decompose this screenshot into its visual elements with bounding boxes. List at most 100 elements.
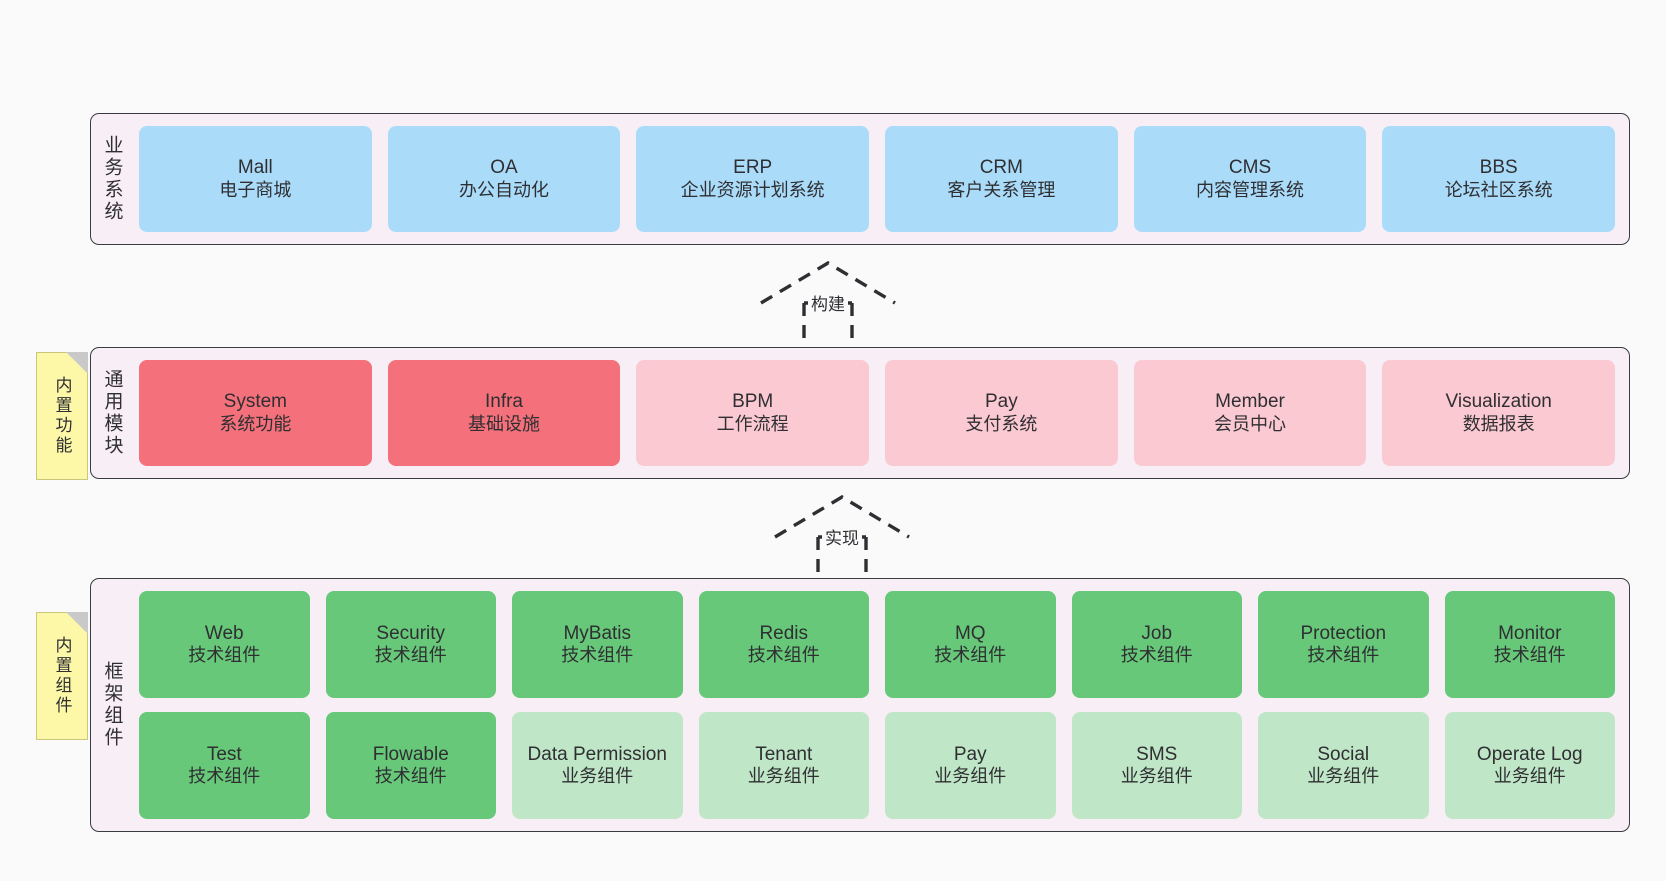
cell-crm[interactable]: CRM 客户关系管理 <box>885 126 1118 232</box>
cell-subtitle: 电子商城 <box>219 179 292 200</box>
layer-title-framework-component: 框架组件 <box>101 661 123 749</box>
cell-subtitle: 技术组件 <box>374 766 447 787</box>
cell-title: Visualization <box>1445 391 1552 413</box>
cell-sms[interactable]: SMS 业务组件 <box>1071 712 1242 819</box>
layer-common-module: 通用模块 System 系统功能 Infra 基础设施 BPM 工作流程 Pay… <box>90 347 1630 479</box>
cell-subtitle: 业务组件 <box>1307 766 1380 787</box>
connector-build-label: 构建 <box>808 290 848 315</box>
cell-data-permission[interactable]: Data Permission 业务组件 <box>512 712 683 819</box>
cell-title: Pay <box>953 743 987 765</box>
cell-system[interactable]: System 系统功能 <box>139 360 372 466</box>
cell-title: ERP <box>733 157 773 179</box>
note-label: 内置功能 <box>52 376 72 456</box>
cell-title: Pay <box>984 391 1018 413</box>
cell-title: System <box>223 391 288 413</box>
cell-title: CMS <box>1228 157 1272 179</box>
cell-subtitle: 支付系统 <box>965 413 1038 434</box>
cell-title: Redis <box>759 622 809 644</box>
cell-title: Member <box>1215 391 1285 413</box>
cell-row: Web 技术组件 Security 技术组件 MyBatis 技术组件 Redi… <box>139 591 1615 698</box>
cell-title: MQ <box>954 622 986 644</box>
cell-title: Flowable <box>372 743 449 765</box>
cell-row: Mall 电子商城 OA 办公自动化 ERP 企业资源计划系统 CRM 客户关系… <box>139 126 1616 232</box>
cell-subtitle: 会员中心 <box>1214 413 1287 434</box>
cell-title: Tenant <box>755 743 813 765</box>
cell-subtitle: 技术组件 <box>561 645 634 666</box>
cell-mall[interactable]: Mall 电子商城 <box>139 126 372 232</box>
cell-subtitle: 技术组件 <box>934 645 1007 666</box>
cell-subtitle: 业务组件 <box>561 766 634 787</box>
layer-title-business-system: 业务系统 <box>101 135 123 223</box>
cell-job[interactable]: Job 技术组件 <box>1071 591 1242 698</box>
cell-subtitle: 业务组件 <box>747 766 820 787</box>
cell-mq[interactable]: MQ 技术组件 <box>885 591 1056 698</box>
layer-body-framework-component: Web 技术组件 Security 技术组件 MyBatis 技术组件 Redi… <box>133 579 1629 831</box>
cell-operate-log[interactable]: Operate Log 业务组件 <box>1444 712 1615 819</box>
cell-title: Operate Log <box>1476 743 1583 765</box>
cell-title: Social <box>1317 743 1370 765</box>
cell-title: Test <box>206 743 242 765</box>
cell-pay[interactable]: Pay 支付系统 <box>885 360 1118 466</box>
layer-body-business-system: Mall 电子商城 OA 办公自动化 ERP 企业资源计划系统 CRM 客户关系… <box>133 114 1629 244</box>
cell-test[interactable]: Test 技术组件 <box>139 712 310 819</box>
note-builtin-component: 内置组件 <box>36 612 88 740</box>
cell-security[interactable]: Security 技术组件 <box>325 591 496 698</box>
cell-monitor[interactable]: Monitor 技术组件 <box>1444 591 1615 698</box>
cell-subtitle: 客户关系管理 <box>947 179 1056 200</box>
cell-subtitle: 技术组件 <box>1493 645 1566 666</box>
cell-title: Protection <box>1300 622 1387 644</box>
cell-social[interactable]: Social 业务组件 <box>1258 712 1429 819</box>
layer-title-common-module: 通用模块 <box>101 369 123 457</box>
cell-title: Mall <box>237 157 273 179</box>
cell-row: System 系统功能 Infra 基础设施 BPM 工作流程 Pay 支付系统… <box>139 360 1616 466</box>
cell-title: Monitor <box>1498 622 1562 644</box>
connector-realize: 实现 <box>772 492 912 580</box>
cell-web[interactable]: Web 技术组件 <box>139 591 310 698</box>
note-builtin-function: 内置功能 <box>36 352 88 480</box>
cell-title: MyBatis <box>563 622 632 644</box>
cell-title: Infra <box>484 391 524 413</box>
cell-redis[interactable]: Redis 技术组件 <box>698 591 869 698</box>
cell-cms[interactable]: CMS 内容管理系统 <box>1133 126 1367 232</box>
cell-member[interactable]: Member 会员中心 <box>1133 360 1367 466</box>
cell-subtitle: 技术组件 <box>188 766 261 787</box>
cell-title: Job <box>1141 622 1173 644</box>
cell-flowable[interactable]: Flowable 技术组件 <box>325 712 496 819</box>
cell-subtitle: 工作流程 <box>716 413 789 434</box>
cell-title: OA <box>490 157 518 179</box>
cell-bbs[interactable]: BBS 论坛社区系统 <box>1382 126 1616 232</box>
layer-business-system: 业务系统 Mall 电子商城 OA 办公自动化 ERP 企业资源计划系统 CRM… <box>90 113 1630 245</box>
cell-title: BPM <box>732 391 774 413</box>
cell-bpm[interactable]: BPM 工作流程 <box>636 360 870 466</box>
cell-subtitle: 技术组件 <box>1120 645 1193 666</box>
cell-subtitle: 业务组件 <box>1493 766 1566 787</box>
cell-mybatis[interactable]: MyBatis 技术组件 <box>512 591 683 698</box>
cell-visualization[interactable]: Visualization 数据报表 <box>1382 360 1616 466</box>
cell-erp[interactable]: ERP 企业资源计划系统 <box>636 126 870 232</box>
cell-subtitle: 系统功能 <box>219 413 292 434</box>
cell-subtitle: 办公自动化 <box>459 179 549 200</box>
cell-oa[interactable]: OA 办公自动化 <box>387 126 621 232</box>
cell-subtitle: 技术组件 <box>188 645 261 666</box>
cell-title: Web <box>204 622 244 644</box>
cell-title: Security <box>376 622 446 644</box>
cell-subtitle: 技术组件 <box>1307 645 1380 666</box>
cell-protection[interactable]: Protection 技术组件 <box>1258 591 1429 698</box>
cell-subtitle: 技术组件 <box>747 645 820 666</box>
cell-title: BBS <box>1479 157 1518 179</box>
cell-subtitle: 技术组件 <box>374 645 447 666</box>
cell-subtitle: 业务组件 <box>1120 766 1193 787</box>
cell-subtitle: 企业资源计划系统 <box>680 179 825 200</box>
layer-framework-component: 框架组件 Web 技术组件 Security 技术组件 MyBatis 技术组件… <box>90 578 1630 832</box>
cell-subtitle: 业务组件 <box>934 766 1007 787</box>
cell-tenant[interactable]: Tenant 业务组件 <box>698 712 869 819</box>
cell-pay-business[interactable]: Pay 业务组件 <box>885 712 1056 819</box>
cell-subtitle: 数据报表 <box>1462 413 1535 434</box>
connector-realize-label: 实现 <box>822 524 862 549</box>
cell-subtitle: 论坛社区系统 <box>1444 179 1553 200</box>
cell-title: SMS <box>1136 743 1178 765</box>
cell-title: Data Permission <box>527 743 667 765</box>
cell-infra[interactable]: Infra 基础设施 <box>387 360 621 466</box>
note-label: 内置组件 <box>52 636 72 716</box>
